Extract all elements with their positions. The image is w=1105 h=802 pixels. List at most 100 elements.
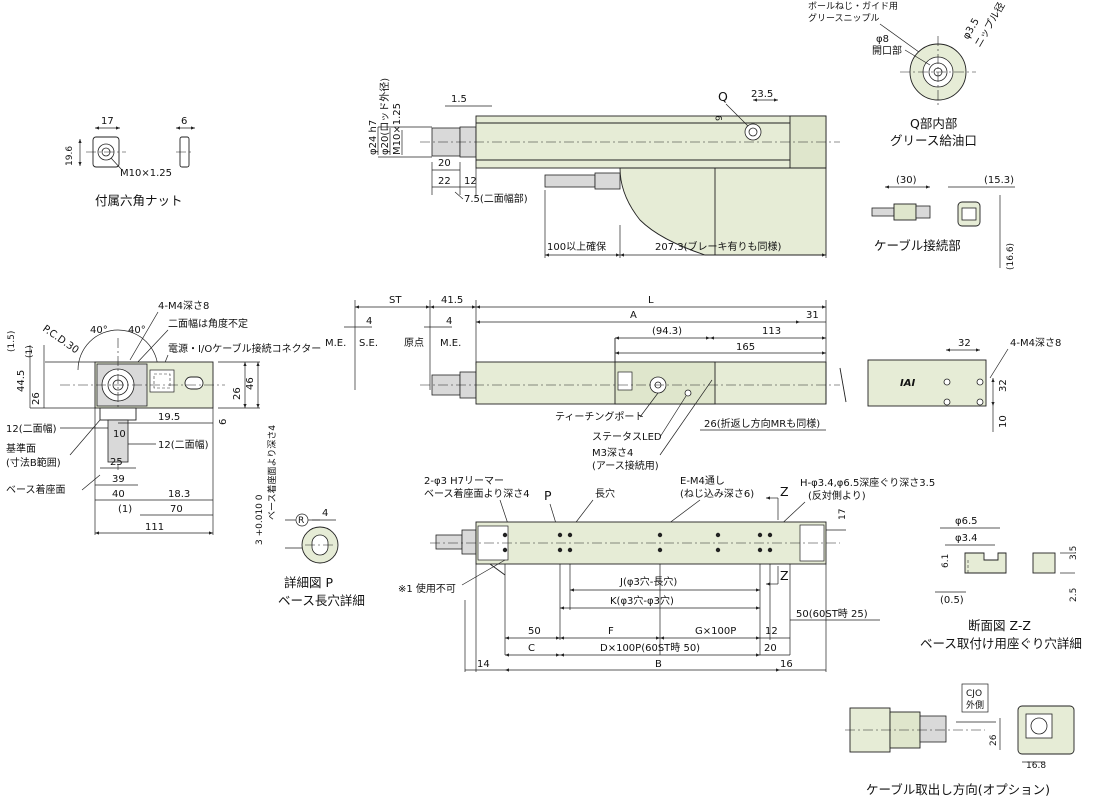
- nut-thick-6: 6: [181, 116, 187, 127]
- cjo-dim-16-8: 16.8: [1026, 761, 1046, 771]
- grease-note-2: グリースニップル: [808, 12, 880, 24]
- dim-g: G×100P: [695, 626, 736, 637]
- teach-port: ティーチングポート: [555, 410, 644, 423]
- cjo-dim-26: 26: [989, 734, 999, 746]
- dim-26-fold: 26(折返し方向MRも同様): [704, 417, 820, 430]
- dim-14: 14: [477, 659, 490, 670]
- end-dim-32-side: 32: [998, 379, 1009, 392]
- dim-10: 10: [113, 429, 126, 440]
- dim-9: 9: [715, 115, 725, 121]
- sec-dim-0-5: (0.5): [940, 595, 964, 606]
- dim-d: D×100P(60ST時 50): [600, 642, 700, 654]
- dim-44-5: 44.5: [16, 370, 27, 392]
- h-note-2: (反対側より): [808, 489, 866, 502]
- opening-label: 開口部: [872, 44, 902, 57]
- dim-46: 46: [245, 377, 256, 390]
- reamer-note-1: 2-φ3 H7リーマー: [424, 476, 504, 487]
- hex-nut-view: 17 19.6 M10×1.25 6 付属六角ナット: [65, 116, 195, 208]
- grease-note-1: ボールねじ・ガイド用: [808, 1, 898, 12]
- rod-thread: M10×1.25: [392, 103, 403, 155]
- reamer-note-2: ベース着座面より深さ4: [424, 487, 530, 500]
- conn-note: 電源・I/Oケーブル接続コネクター: [168, 342, 321, 355]
- rod-od: φ20(ロッド外径): [378, 78, 391, 155]
- detail-p: 3 +0.010 0 ベース着座面より深さ4 R 4 詳細図 P ベース長穴詳細: [255, 425, 365, 608]
- nut-thread: M10×1.25: [120, 168, 172, 179]
- z-bottom: Z: [780, 568, 789, 583]
- e-m4-note-2: (ねじ込み深さ6): [680, 488, 754, 500]
- dim-26-right: 26: [232, 387, 243, 400]
- q-label: Q: [718, 89, 728, 104]
- front-view: 4-M4深さ8 P.C.D.30 40° 40° 二面幅は角度不定 電源・I/O…: [6, 300, 321, 535]
- cjo-caption: ケーブル取出し方向(オプション): [866, 782, 1050, 797]
- dim-7-5: 7.5(二面幅部): [464, 192, 528, 205]
- dim-12-flat-right: 12(二面幅): [158, 438, 209, 451]
- end-dim-32-top: 32: [958, 338, 971, 349]
- main-side-view: ST 41.5 L A 31 4 4 M.E. S.E. 原点 M.E. (94…: [325, 295, 847, 472]
- cable-conn-caption: ケーブル接続部: [874, 238, 961, 253]
- z-top: Z: [780, 484, 789, 499]
- dim-16-6: (16.6): [1006, 243, 1016, 270]
- cjo-option: CJO 外側 26 16.8 ケーブル取出し方向(オプション): [845, 683, 1075, 797]
- p-callout: P: [544, 488, 552, 503]
- dim-25: 25: [110, 457, 123, 468]
- me-left: M.E.: [325, 338, 346, 349]
- dim-70: 70: [170, 504, 183, 515]
- dim-a: A: [630, 310, 637, 321]
- cjo-outer: 外側: [966, 699, 984, 711]
- end-view: 32 4-M4深さ8 IAI 32 10: [867, 337, 1061, 432]
- dim-165: 165: [736, 342, 755, 353]
- rod-dia: φ24 h7: [368, 120, 379, 155]
- dim-23-5: 23.5: [751, 89, 773, 100]
- detail-dim-4: 4: [322, 508, 328, 519]
- dim-19-5: 19.5: [158, 412, 180, 423]
- dim-39: 39: [112, 474, 125, 485]
- dim-4-right: 4: [446, 316, 452, 327]
- radius-r: R: [298, 516, 304, 526]
- front-m4: 4-M4深さ8: [158, 300, 209, 312]
- dim-17: 17: [838, 509, 848, 520]
- grease-detail: ボールねじ・ガイド用 グリースニップル φ8 開口部 φ3.5 ニップル径 Q部…: [808, 0, 1008, 148]
- dim-50: 50: [528, 626, 541, 637]
- sec-dia-3-4: φ3.4: [955, 533, 978, 544]
- dim-f: F: [608, 626, 614, 637]
- dim-1-b: (1): [118, 504, 132, 515]
- angle-40-right: 40°: [128, 325, 146, 336]
- dim-1-5: 1.5: [451, 94, 467, 105]
- dim-30: (30): [896, 175, 917, 186]
- grease-caption-1: Q部内部: [910, 116, 957, 131]
- dim-20: 20: [438, 158, 451, 169]
- tol-3: 3 +0.010 0: [255, 494, 265, 545]
- m3-note-2: (アース接続用): [592, 459, 659, 472]
- dim-j: J(φ3穴-長穴): [619, 575, 677, 588]
- origin-label: 原点: [404, 337, 424, 349]
- grease-caption-2: グリース給油口: [890, 133, 977, 148]
- dia-8: φ8: [876, 34, 889, 45]
- dim-40: 40: [112, 489, 125, 500]
- nut-height: 19.6: [65, 146, 75, 166]
- nut-width-17: 17: [101, 116, 114, 127]
- dim-113: 113: [762, 326, 781, 337]
- angle-40-left: 40°: [90, 325, 108, 336]
- base-seat: ベース着座面: [6, 483, 66, 496]
- dim-l: L: [648, 295, 654, 306]
- detail-p-caption-1: 詳細図 P: [284, 575, 333, 590]
- section-caption-1: 断面図 Z-Z: [968, 618, 1031, 633]
- pcd: P.C.D.30: [40, 323, 80, 356]
- se-label: S.E.: [359, 338, 378, 349]
- dim-41-5: 41.5: [441, 295, 463, 306]
- dim-16: 16: [780, 659, 793, 670]
- dim-12-b: 12: [765, 626, 778, 637]
- cable-connection-view: (30) (15.3) (16.6) ケーブル接続部: [871, 175, 1016, 270]
- cjo-label: CJO: [966, 689, 982, 699]
- mount-holes: [502, 532, 773, 553]
- end-m4: 4-M4深さ8: [1010, 337, 1061, 349]
- slot-label: 長穴: [595, 487, 615, 500]
- dim-26: 26: [31, 392, 42, 405]
- dim-20-b: 20: [764, 643, 777, 654]
- seat-depth: ベース着座面より深さ4: [266, 425, 278, 520]
- dim-1-5-v: (1.5): [7, 331, 17, 352]
- sec-dim-6-1: 6.1: [941, 554, 951, 568]
- dim-18-3: 18.3: [168, 489, 190, 500]
- dim-15-3: (15.3): [984, 175, 1014, 186]
- dim-50-st: 50(60ST時 25): [796, 608, 868, 620]
